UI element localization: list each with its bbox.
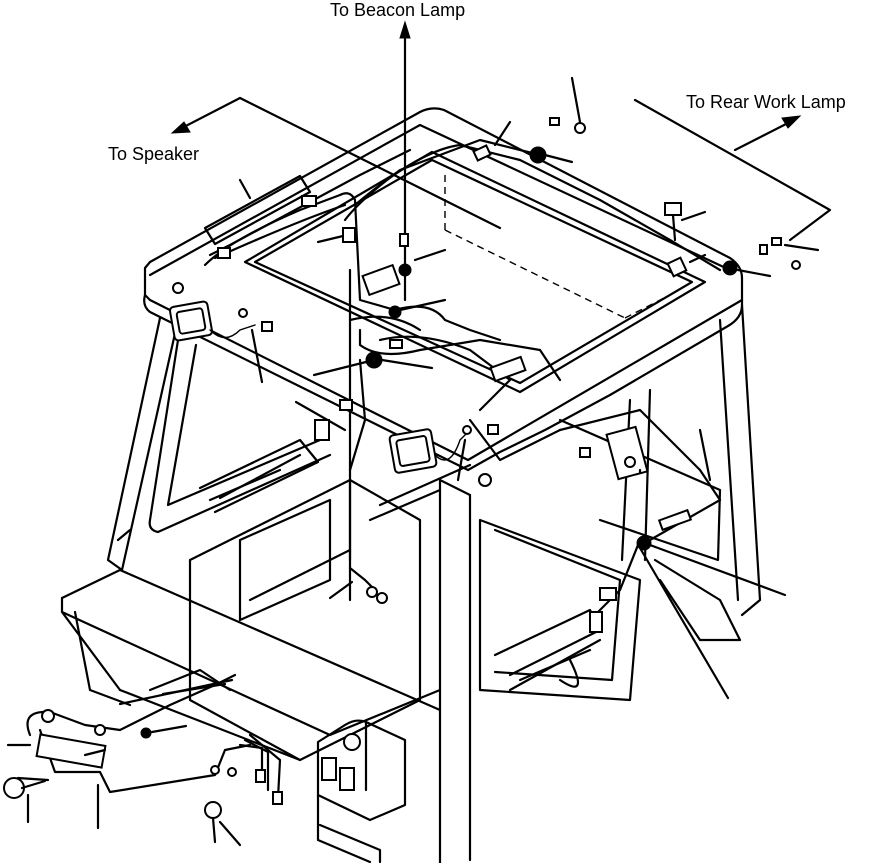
- rear-lamp-leader: [472, 76, 832, 278]
- beacon-riser: [348, 20, 447, 562]
- wipers: [198, 419, 603, 692]
- speaker-label: To Speaker: [108, 144, 200, 164]
- lower-connectors: [3, 566, 388, 847]
- cab-roof: [143, 107, 744, 472]
- right-components: [579, 425, 787, 700]
- roof-harness: [203, 138, 722, 622]
- speaker-leader: [170, 96, 502, 259]
- front-lamps: [168, 282, 527, 487]
- rear-work-lamp-label: To Rear Work Lamp: [686, 92, 846, 112]
- cab-frame: [60, 303, 762, 867]
- beacon-lamp-label: To Beacon Lamp: [330, 0, 466, 20]
